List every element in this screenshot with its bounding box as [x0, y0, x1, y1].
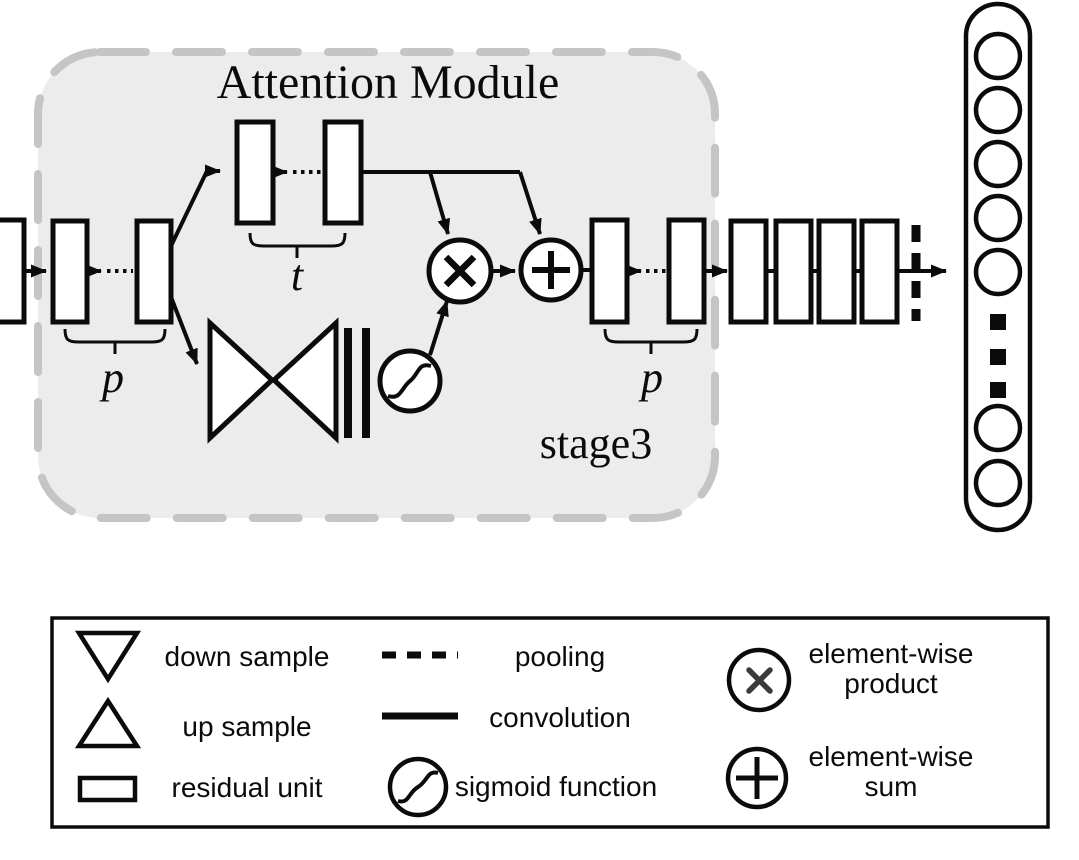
vector-ellipsis-dot — [990, 349, 1006, 365]
sigmoid-curve — [387, 363, 432, 399]
group-bracket — [63, 328, 167, 354]
residual-unit — [859, 218, 900, 325]
pre-group-label: p — [99, 353, 124, 402]
legend: down sample up sample residual unit pool… — [50, 616, 1050, 829]
legend-label: element-wise — [809, 638, 974, 669]
vector-ellipsis-dot — [990, 314, 1006, 330]
rectangle-icon — [77, 775, 138, 803]
legend-label: product — [844, 668, 938, 699]
stage-label: stage3 — [540, 419, 652, 468]
residual-unit — [728, 218, 769, 325]
module-title: Attention Module — [217, 56, 560, 109]
up-triangle-icon — [74, 696, 142, 749]
residual-unit — [0, 217, 27, 325]
vector-node — [973, 458, 1023, 508]
residual-unit — [816, 218, 857, 325]
legend-label: sigmoid function — [455, 771, 657, 802]
post-residual-group: p — [589, 217, 707, 402]
post-module-stack — [728, 218, 947, 325]
element-wise-sum-node — [518, 237, 584, 303]
trunk-branch-group: t — [234, 119, 364, 300]
legend-box — [50, 616, 1050, 829]
residual-unit — [589, 217, 630, 325]
post-group-label: p — [638, 353, 663, 402]
legend-label: convolution — [489, 702, 631, 733]
times-icon — [443, 254, 477, 288]
vector-node — [973, 139, 1023, 189]
residual-unit — [234, 119, 276, 226]
legend-label: sum — [865, 771, 918, 802]
output-vector — [963, 1, 1033, 533]
sigmoid-curve — [397, 770, 439, 804]
legend-label: pooling — [515, 641, 605, 672]
vector-node — [973, 31, 1023, 81]
element-wise-product-node — [426, 237, 494, 305]
trunk-to-product-arrow — [428, 171, 451, 235]
legend-label: residual unit — [172, 772, 323, 803]
times-icon — [746, 667, 773, 694]
mask-branch-group — [207, 300, 449, 444]
residual-unit — [134, 218, 174, 325]
trunk-group-label: t — [291, 251, 305, 300]
residual-unit — [666, 217, 707, 325]
vector-node — [973, 247, 1023, 297]
group-bracket — [248, 232, 347, 258]
residual-unit — [322, 119, 364, 226]
vector-node — [973, 85, 1023, 135]
residual-unit — [773, 218, 814, 325]
vector-ellipsis-dot — [990, 382, 1006, 398]
vector-node — [973, 193, 1023, 243]
pre-residual-group: p — [50, 218, 174, 402]
group-bracket — [603, 328, 699, 354]
down-sample-icon — [207, 317, 276, 444]
sigmoid-to-product-arrow — [428, 300, 449, 356]
residual-unit — [50, 218, 90, 325]
up-sample-icon — [270, 317, 339, 444]
mask-branch-arrow — [169, 296, 199, 365]
legend-label: up sample — [182, 711, 311, 742]
trunk-branch-arrow — [169, 164, 221, 247]
legend-label: element-wise — [809, 741, 974, 772]
trunk-to-sum-arrow — [518, 171, 542, 235]
legend-label: down sample — [165, 641, 330, 672]
vector-node — [973, 403, 1023, 453]
down-triangle-icon — [74, 630, 142, 684]
